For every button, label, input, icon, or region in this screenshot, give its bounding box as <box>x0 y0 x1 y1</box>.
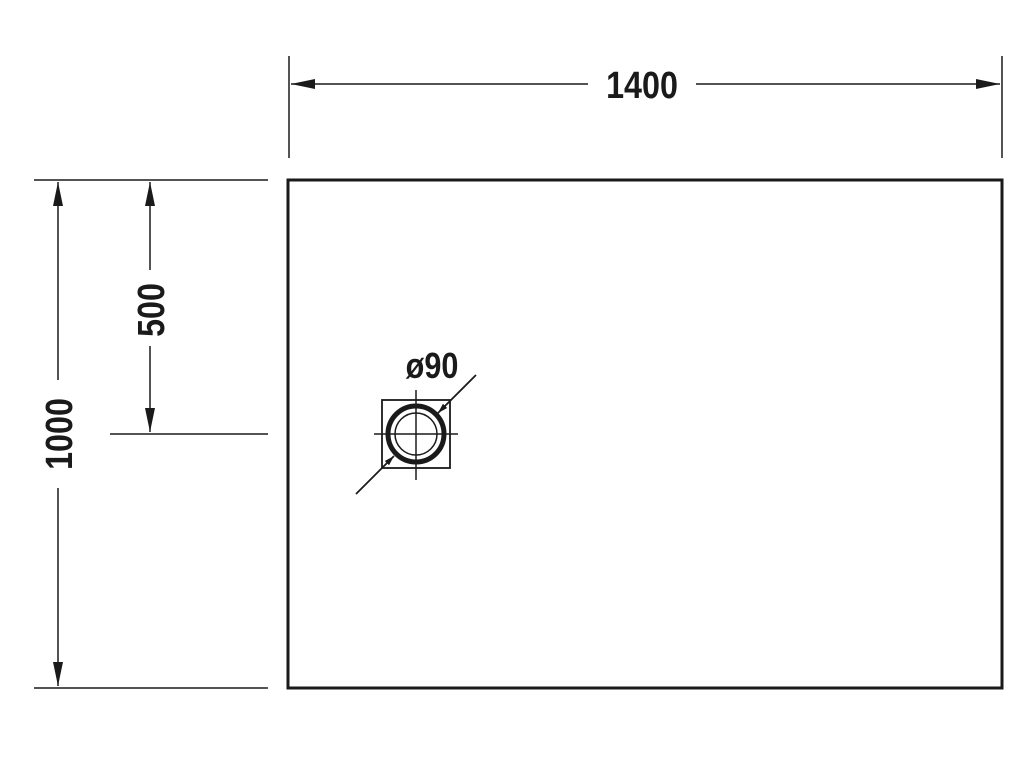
depth-label: 1000 <box>39 398 81 470</box>
drain-offset-dimension: 500 <box>131 182 173 432</box>
tray-outline <box>286 178 1004 690</box>
drain-symbol: ø90 <box>355 347 477 495</box>
offset-label: 500 <box>131 283 173 337</box>
diameter-leader-lower <box>355 455 395 495</box>
width-label: 1400 <box>606 65 678 107</box>
drain-diameter-label: ø90 <box>406 347 459 387</box>
diameter-leader-upper <box>437 374 477 414</box>
depth-dimension: 1000 <box>39 182 81 686</box>
width-dimension: 1400 <box>288 56 1003 158</box>
